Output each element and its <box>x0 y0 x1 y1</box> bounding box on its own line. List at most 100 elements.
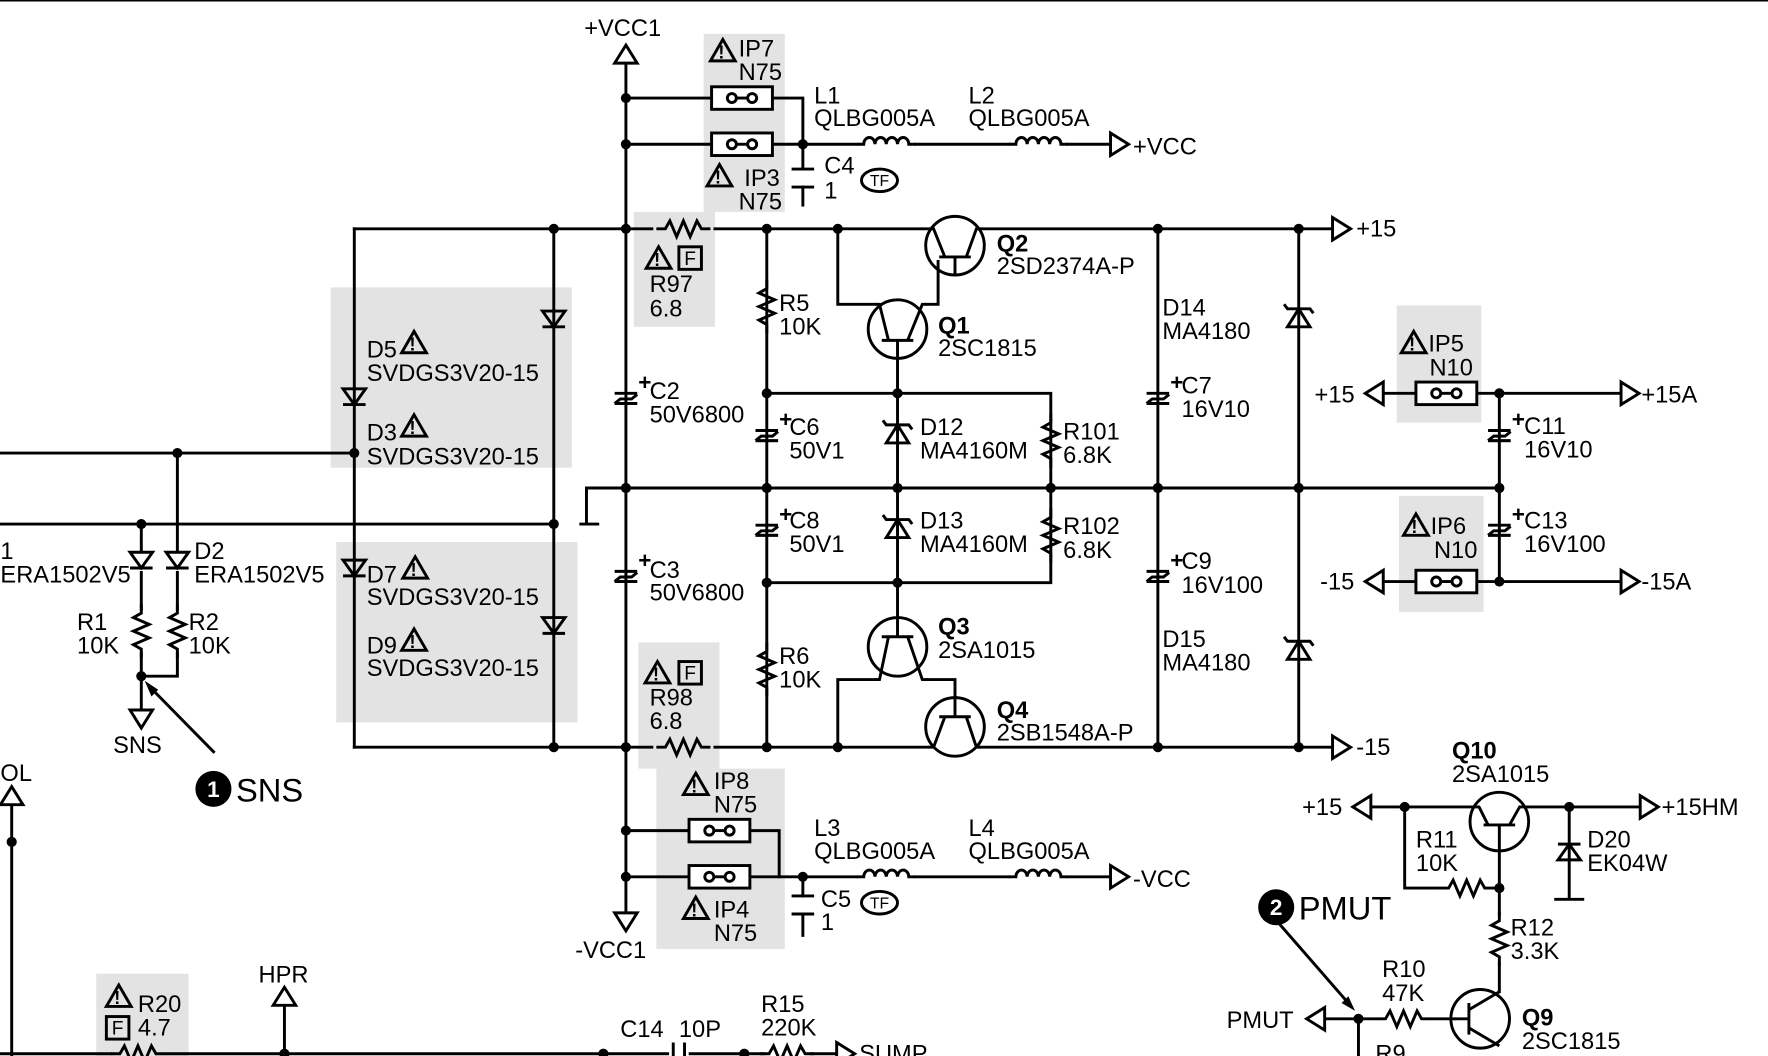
q4-ref: Q4 <box>997 698 1029 724</box>
p15-q10-label: +15 <box>1302 795 1342 821</box>
component-labels: IP7 N75 IP3 N75 L1 QLBG005A L2 QLBG005A … <box>0 36 1668 1056</box>
q1-ref: Q1 <box>938 314 970 340</box>
sump-label: SUMP <box>859 1042 927 1056</box>
svg-text:!: ! <box>691 900 697 920</box>
transistor-symbols <box>866 214 1531 1050</box>
r15-value: 220K <box>761 1016 816 1042</box>
c5-ref: C5 <box>821 887 851 913</box>
svg-text:!: ! <box>653 665 659 685</box>
svg-text:!: ! <box>691 776 697 796</box>
r97-value: 6.8 <box>650 297 683 323</box>
d13-ref: D13 <box>920 509 963 535</box>
c9-ref: C9 <box>1182 549 1212 575</box>
d12-value: MA4160M <box>920 439 1028 465</box>
c13-value: 16V100 <box>1524 532 1606 558</box>
callout-1-label: SNS <box>236 771 303 808</box>
warning-icon: ! <box>680 770 711 796</box>
svg-text:!: ! <box>654 250 660 270</box>
c7-value: 16V10 <box>1182 397 1250 423</box>
r10-value: 47K <box>1382 981 1424 1007</box>
r11-ref: R11 <box>1416 828 1458 854</box>
callout-2-label: PMUT <box>1299 890 1392 927</box>
d14-ref: D14 <box>1162 296 1205 322</box>
r98-value: 6.8 <box>650 709 683 735</box>
c9-value: 16V100 <box>1182 573 1264 599</box>
d15-ref: D15 <box>1162 627 1205 653</box>
safety-marks: ! ! ! F ! ! ! ! ! F ! ! <box>103 36 1431 1041</box>
warning-icon: ! <box>642 658 673 685</box>
l3-value: QLBG005A <box>814 839 935 865</box>
r97-ref: R97 <box>650 272 693 298</box>
d7-value: SVDGS3V20-15 <box>367 585 539 611</box>
ports <box>0 42 1662 1056</box>
d13-value: MA4160M <box>920 532 1028 558</box>
warning-icon: ! <box>399 625 429 652</box>
r20-ref: R20 <box>138 992 181 1018</box>
vcc1-neg-label: -VCC1 <box>575 938 646 964</box>
warning-icon: ! <box>103 982 134 1008</box>
q1-value: 2SC1815 <box>938 336 1037 362</box>
p15-in-label: +15 <box>1315 382 1355 408</box>
d7-ref: D7 <box>367 563 397 589</box>
warning-icon: ! <box>400 553 431 580</box>
d2-value: ERA1502V5 <box>194 563 324 589</box>
c3-value: 50V6800 <box>650 581 745 607</box>
d5-ref: D5 <box>367 337 397 363</box>
warning-icon: ! <box>1398 328 1429 354</box>
c11-ref: C11 <box>1524 414 1566 440</box>
q2-ref: Q2 <box>997 231 1029 257</box>
warning-icon: ! <box>399 411 429 438</box>
r98-ref: R98 <box>650 686 693 712</box>
callout-2-number: 2 <box>1270 895 1283 920</box>
d20-ref: D20 <box>1587 828 1630 854</box>
svg-text:!: ! <box>410 632 416 652</box>
d3-ref: D3 <box>367 421 397 447</box>
r9-ref: R9 <box>1375 1042 1405 1056</box>
warning-icon: ! <box>680 894 711 920</box>
svg-text:!: ! <box>114 988 120 1008</box>
p15-label: +15 <box>1356 217 1396 243</box>
l1-ref: L1 <box>814 84 840 110</box>
m15a-label: -15A <box>1641 569 1691 595</box>
c11-value: 16V10 <box>1524 438 1592 464</box>
d1-ref: 1 <box>0 539 13 565</box>
d2-ref: D2 <box>194 539 224 565</box>
svg-text:!: ! <box>718 43 724 63</box>
r102-value: 6.8K <box>1063 538 1112 564</box>
r6-ref: R6 <box>779 644 809 670</box>
ip6-ref: IP6 <box>1431 514 1467 540</box>
warning-icon: ! <box>707 36 738 63</box>
q2-value: 2SD2374A-P <box>997 254 1135 280</box>
tf-mark-icon: TF <box>859 889 899 916</box>
c13-ref: C13 <box>1524 509 1567 535</box>
svg-text:!: ! <box>715 168 721 188</box>
r6-value: 10K <box>779 667 821 693</box>
warning-icon: ! <box>1401 510 1431 537</box>
q9-value: 2SC1815 <box>1522 1029 1621 1055</box>
inductor-symbols <box>855 136 1070 879</box>
l2-ref: L2 <box>969 84 995 110</box>
vcc-pos-label: +VCC <box>1133 134 1197 160</box>
vcc-neg-label: -VCC <box>1133 867 1191 893</box>
p15hm-label: +15HM <box>1662 795 1739 821</box>
ip8-value: N75 <box>714 793 757 819</box>
r12-value: 3.3K <box>1511 939 1560 965</box>
d5-value: SVDGS3V20-15 <box>367 361 539 387</box>
d15-value: MA4180 <box>1162 651 1250 677</box>
callout-1-number: 1 <box>207 777 220 802</box>
d3-value: SVDGS3V20-15 <box>367 444 539 470</box>
r1-value: 10K <box>77 634 119 660</box>
ip4-value: N75 <box>714 921 757 947</box>
svg-text:!: ! <box>411 560 417 580</box>
r11-value: 10K <box>1416 851 1458 877</box>
svg-text:F: F <box>684 249 696 270</box>
ip7-ref: IP7 <box>739 36 775 62</box>
svg-text:!: ! <box>410 334 416 354</box>
hpr-label: HPR <box>259 963 309 989</box>
callouts: 1 SNS 2 PMUT <box>195 770 1392 927</box>
r102-ref: R102 <box>1063 514 1120 540</box>
m15-label: -15 <box>1356 735 1390 761</box>
q9-ref: Q9 <box>1522 1006 1554 1032</box>
fuse-mark-icon: F <box>677 245 703 271</box>
